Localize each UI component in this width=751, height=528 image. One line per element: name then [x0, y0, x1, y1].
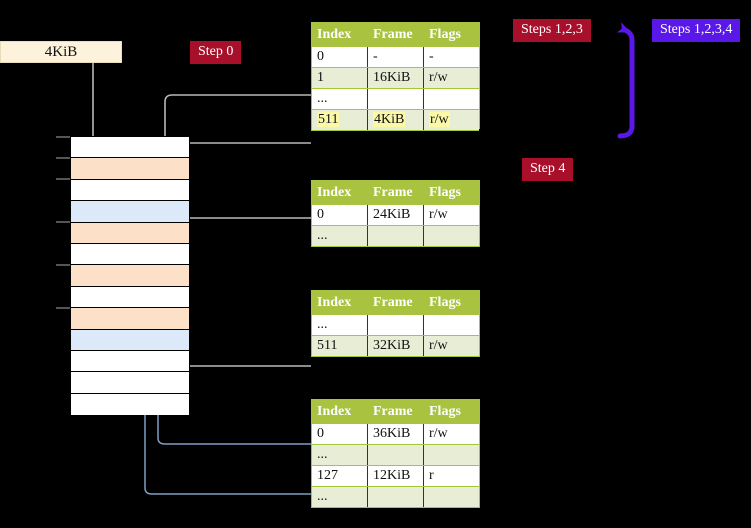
cell-index: ...: [311, 314, 368, 336]
memory-row: [71, 244, 189, 266]
table-row[interactable]: 511 32KiB r/w: [311, 335, 480, 357]
column-header-index: Index: [311, 399, 368, 424]
memory-row: [71, 222, 189, 244]
table-header-row: Index Frame Flags: [311, 290, 480, 315]
table-row[interactable]: 0 36KiB r/w: [311, 423, 480, 445]
table-row[interactable]: ...: [311, 444, 480, 466]
memory-tick: [56, 136, 70, 138]
cell-frame: [367, 88, 424, 110]
memory-tick: [56, 157, 70, 159]
cell-frame: [367, 486, 424, 508]
column-header-flags: Flags: [423, 22, 480, 47]
badge-step-4: Step 4: [522, 158, 574, 181]
memory-tick: [56, 264, 70, 266]
cell-frame: -: [367, 46, 424, 68]
cell-frame: 12KiB: [367, 465, 424, 487]
cell-index: ...: [311, 486, 368, 508]
memory-row: [71, 308, 189, 330]
page-table-level-1: Index Frame Flags 0 24KiB r/w ...: [311, 180, 480, 247]
page-table-level-3: Index Frame Flags 0 36KiB r/w ... 127 12…: [311, 399, 480, 508]
cell-flags: [423, 444, 480, 466]
cell-frame: [367, 444, 424, 466]
cell-frame: 32KiB: [367, 335, 424, 357]
column-header-frame: Frame: [367, 22, 424, 47]
cell-flags: -: [423, 46, 480, 68]
cell-index: 0: [311, 423, 368, 445]
cell-frame: [367, 314, 424, 336]
table-0-right-marker: [479, 129, 483, 143]
memory-row: [71, 372, 189, 394]
table-row[interactable]: ...: [311, 314, 480, 336]
badge-step-0: Step 0: [190, 41, 242, 64]
table-row[interactable]: 1 16KiB r/w: [311, 67, 480, 89]
cell-index: ...: [311, 88, 368, 110]
column-header-frame: Frame: [367, 290, 424, 315]
cell-index: ...: [311, 225, 368, 247]
cell-frame: 16KiB: [367, 67, 424, 89]
table-header-row: Index Frame Flags: [311, 180, 480, 205]
table-row-highlighted[interactable]: 511 4KiB r/w: [311, 109, 480, 131]
cell-flags: [423, 225, 480, 247]
cell-index: 511: [311, 335, 368, 357]
memory-tick: [56, 307, 70, 309]
memory-row: [71, 329, 189, 351]
badge-steps-1-2-3: Steps 1,2,3: [513, 19, 591, 42]
badge-steps-1-2-3-4: Steps 1,2,3,4: [652, 19, 741, 42]
cell-flags: r/w: [423, 109, 480, 131]
memory-row: [71, 201, 189, 223]
table-header-row: Index Frame Flags: [311, 399, 480, 424]
column-header-frame: Frame: [367, 399, 424, 424]
cell-index: 0: [311, 204, 368, 226]
cell-index: 0: [311, 46, 368, 68]
cell-index: 1: [311, 67, 368, 89]
cell-flags: r/w: [423, 335, 480, 357]
column-header-flags: Flags: [423, 399, 480, 424]
cell-flags: r/w: [423, 423, 480, 445]
memory-row: [71, 179, 189, 202]
cell-flags-text: r/w: [429, 112, 450, 127]
cell-frame: 36KiB: [367, 423, 424, 445]
table-row[interactable]: 0 24KiB r/w: [311, 204, 480, 226]
cell-flags: [423, 486, 480, 508]
column-header-flags: Flags: [423, 290, 480, 315]
table-row[interactable]: ...: [311, 225, 480, 247]
cell-flags: r/w: [423, 67, 480, 89]
cell-index: 511: [311, 109, 368, 131]
memory-tick: [56, 178, 70, 180]
cell-frame: 24KiB: [367, 204, 424, 226]
cell-flags: [423, 314, 480, 336]
column-header-frame: Frame: [367, 180, 424, 205]
column-header-index: Index: [311, 290, 368, 315]
column-header-index: Index: [311, 180, 368, 205]
table-header-row: Index Frame Flags: [311, 22, 480, 47]
table-row[interactable]: 0 - -: [311, 46, 480, 68]
cell-frame: [367, 225, 424, 247]
cell-index: ...: [311, 444, 368, 466]
memory-row: [71, 265, 189, 287]
page-table-level-2: Index Frame Flags ... 511 32KiB r/w: [311, 290, 480, 357]
memory-row: [71, 351, 189, 373]
cell-frame-text: 4KiB: [373, 112, 406, 127]
size-label-4kib: 4KiB: [0, 41, 122, 63]
cell-index: 127: [311, 465, 368, 487]
page-table-level-0: Index Frame Flags 0 - - 1 16KiB r/w ...: [311, 22, 480, 131]
table-row[interactable]: ...: [311, 88, 480, 110]
cell-flags: [423, 88, 480, 110]
physical-memory-column: [70, 136, 190, 416]
memory-row: [71, 286, 189, 309]
memory-row: [71, 158, 189, 180]
memory-row: [71, 393, 189, 416]
cell-frame: 4KiB: [367, 109, 424, 131]
memory-row: [71, 137, 189, 159]
column-header-flags: Flags: [423, 180, 480, 205]
cell-index-text: 511: [317, 112, 340, 127]
table-row[interactable]: 127 12KiB r: [311, 465, 480, 487]
cell-flags: r: [423, 465, 480, 487]
memory-tick: [56, 221, 70, 223]
cell-flags: r/w: [423, 204, 480, 226]
column-header-index: Index: [311, 22, 368, 47]
table-row[interactable]: ...: [311, 486, 480, 508]
